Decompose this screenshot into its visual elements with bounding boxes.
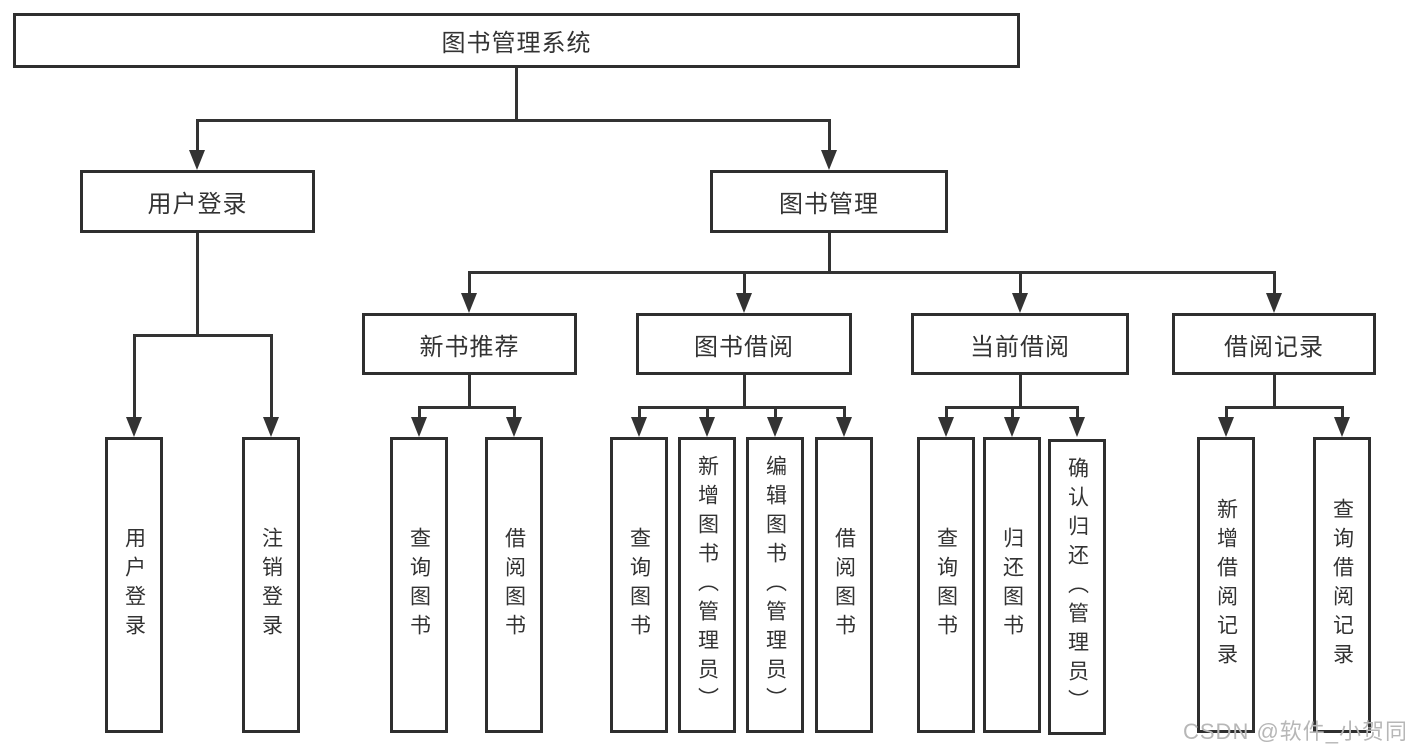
node-book-management: 图书管理 <box>710 170 948 233</box>
connector-line <box>774 406 777 421</box>
connector-line <box>196 233 199 337</box>
connector-line <box>133 334 136 421</box>
connector-line <box>638 406 845 409</box>
node-new-book-recommend: 新书推荐 <box>362 313 577 375</box>
node-current-borrowing: 当前借阅 <box>911 313 1129 375</box>
node-label: 查询图书 <box>934 527 958 643</box>
node-label: 用户登录 <box>122 527 146 643</box>
node-library-management-system: 图书管理系统 <box>13 13 1020 68</box>
connector-line <box>513 406 516 421</box>
arrow-down-icon <box>1012 293 1028 313</box>
connector-line <box>828 232 831 274</box>
node-label: 查询图书 <box>407 527 431 643</box>
node-label: 编辑图书（管理员） <box>763 454 787 716</box>
connector-line <box>1225 406 1343 409</box>
leaf-nbr-borrow-books: 借阅图书 <box>485 437 543 733</box>
arrow-down-icon <box>938 417 954 437</box>
leaf-bb-edit-books-admin: 编辑图书（管理员） <box>746 437 804 733</box>
node-label: 图书管理 <box>779 191 879 218</box>
arrow-down-icon <box>699 417 715 437</box>
arrow-down-icon <box>1334 417 1350 437</box>
leaf-br-add-record: 新增借阅记录 <box>1197 437 1255 733</box>
node-label: 当前借阅 <box>970 333 1070 361</box>
node-label: 查询图书 <box>627 527 651 643</box>
connector-line <box>1019 271 1022 297</box>
node-label: 新书推荐 <box>419 333 520 361</box>
arrow-down-icon <box>189 150 205 170</box>
node-book-borrowing: 图书借阅 <box>636 313 852 375</box>
connector-line <box>1225 406 1228 421</box>
arrow-down-icon <box>1069 417 1085 437</box>
connector-line <box>468 271 471 297</box>
arrow-down-icon <box>631 417 647 437</box>
connector-line <box>133 334 272 337</box>
leaf-logout: 注销登录 <box>242 437 300 733</box>
connector-line <box>706 406 709 421</box>
connector-line <box>1273 375 1276 409</box>
connector-line <box>1273 271 1276 297</box>
connector-line <box>945 406 948 421</box>
connector-line <box>468 375 471 409</box>
node-label: 注销登录 <box>259 527 283 643</box>
connector-line <box>418 406 516 409</box>
connector-line <box>1011 406 1014 421</box>
node-label: 借阅图书 <box>502 527 526 643</box>
node-label: 借阅图书 <box>832 527 856 643</box>
node-label: 用户登录 <box>147 191 248 218</box>
node-borrowing-records: 借阅记录 <box>1172 313 1376 375</box>
connector-line <box>1076 406 1079 421</box>
arrow-down-icon <box>126 417 142 437</box>
node-label: 新增图书（管理员） <box>695 454 719 716</box>
node-label: 新增借阅记录 <box>1214 498 1238 672</box>
leaf-cb-confirm-return-admin: 确认归还（管理员） <box>1048 439 1106 735</box>
leaf-user-login: 用户登录 <box>105 437 163 733</box>
node-label: 图书管理系统 <box>441 30 592 57</box>
leaf-cb-query-books: 查询图书 <box>917 437 975 733</box>
node-label: 图书借阅 <box>694 333 794 361</box>
arrow-down-icon <box>836 417 852 437</box>
connector-line <box>1019 375 1022 409</box>
leaf-bb-add-books-admin: 新增图书（管理员） <box>678 437 736 733</box>
connector-line <box>515 68 518 122</box>
watermark-text: CSDN @软件_小贺同学 <box>1183 719 1405 744</box>
connector-line <box>418 406 421 421</box>
arrow-down-icon <box>767 417 783 437</box>
arrow-down-icon <box>1218 417 1234 437</box>
connector-line <box>270 334 273 421</box>
arrow-down-icon <box>411 417 427 437</box>
leaf-bb-query-books: 查询图书 <box>610 437 668 733</box>
connector-line <box>196 119 199 154</box>
connector-line <box>743 375 746 409</box>
node-label: 查询借阅记录 <box>1330 498 1354 672</box>
arrow-down-icon <box>736 293 752 313</box>
arrow-down-icon <box>506 417 522 437</box>
arrow-down-icon <box>1266 293 1282 313</box>
leaf-br-query-record: 查询借阅记录 <box>1313 437 1371 733</box>
arrow-down-icon <box>461 293 477 313</box>
node-user-login: 用户登录 <box>80 170 315 233</box>
connector-line <box>743 271 746 297</box>
connector-line <box>468 271 1275 274</box>
leaf-nbr-query-books: 查询图书 <box>390 437 448 733</box>
connector-line <box>843 406 846 421</box>
connector-line <box>828 119 831 154</box>
arrow-down-icon <box>821 150 837 170</box>
node-label: 借阅记录 <box>1224 333 1324 361</box>
node-label: 归还图书 <box>1000 527 1024 643</box>
arrow-down-icon <box>1004 417 1020 437</box>
leaf-bb-borrow-books: 借阅图书 <box>815 437 873 733</box>
leaf-cb-return-books: 归还图书 <box>983 437 1041 733</box>
node-label: 确认归还（管理员） <box>1065 456 1089 718</box>
connector-line <box>196 119 830 122</box>
connector-line <box>638 406 641 421</box>
arrow-down-icon <box>263 417 279 437</box>
connector-line <box>1341 406 1344 421</box>
